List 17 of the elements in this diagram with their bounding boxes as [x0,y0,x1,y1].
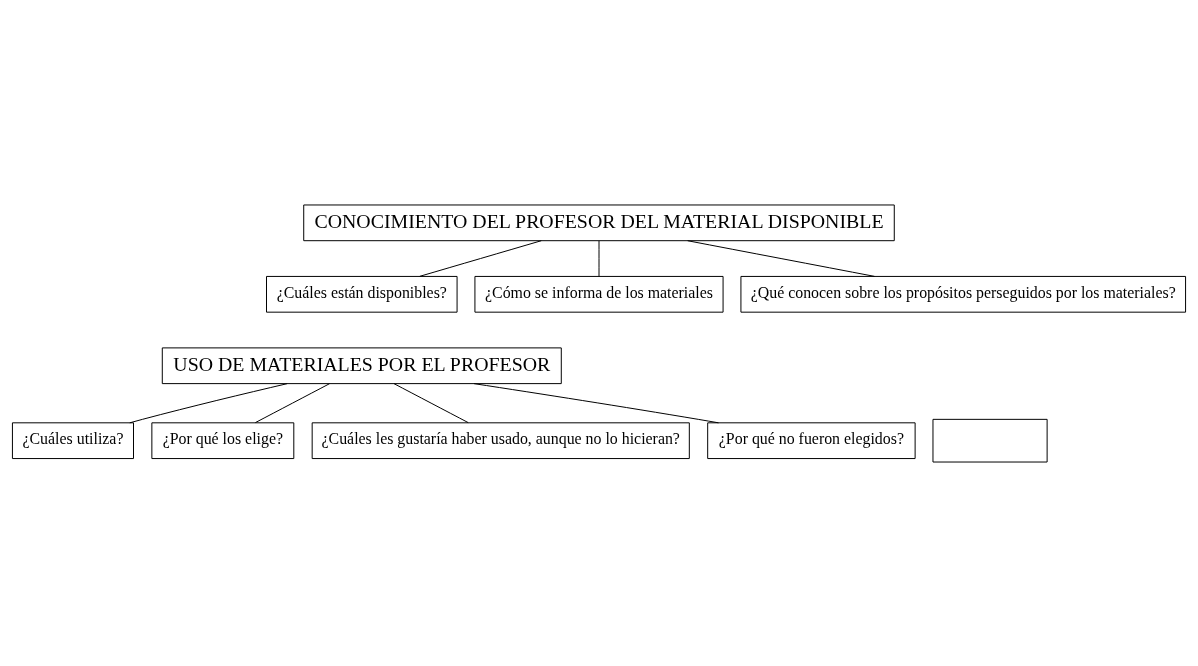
node-box: CONOCIMIENTO DEL PROFESOR DEL MATERIAL DISPONIBLE [303,203,895,241]
connector [254,382,331,423]
connector [598,240,600,277]
node-box: ¿Cuáles utiliza? [11,421,134,459]
node-box: ¿Cómo se informa de los materiales [474,275,724,313]
node-box [932,418,1048,463]
node-box: ¿Qué conocen sobre los propósitos perseguidos por los materiales? [740,275,1187,313]
connector [473,382,719,423]
connector [687,239,876,277]
node-box: USO DE MATERIALES POR EL PROFESOR [161,346,562,384]
node-box: ¿Por qué no fueron elegidos? [707,421,916,459]
node-box: ¿Cuáles les gustaría haber usado, aunque no lo hicieran? [311,421,690,459]
connector [393,382,469,423]
connector [419,239,542,277]
node-box: ¿Cuáles están disponibles? [266,275,458,313]
node-box: ¿Por qué los elige? [151,421,295,459]
connector [129,382,288,423]
